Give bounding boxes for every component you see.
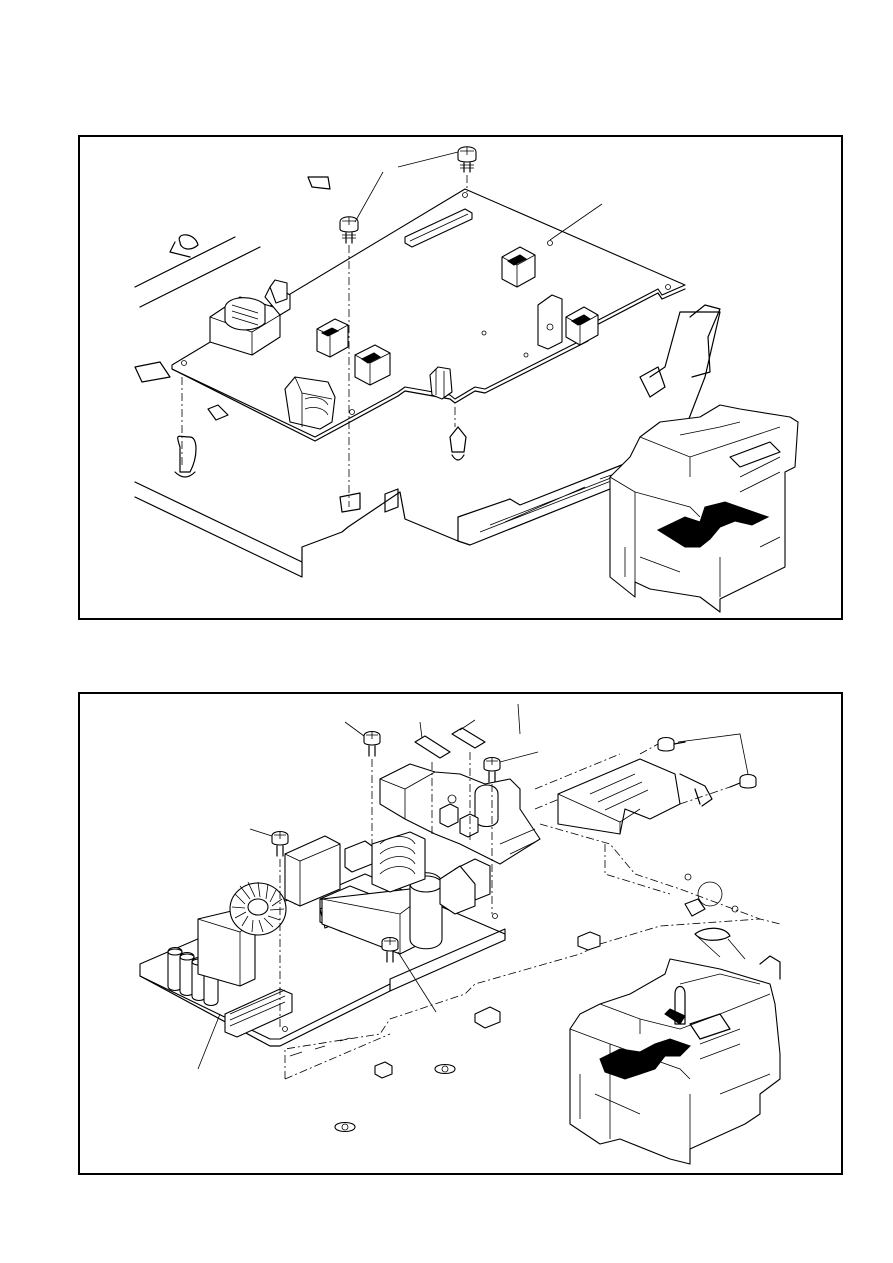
printer-mechanism	[609, 404, 799, 613]
leader-inlet	[517, 703, 521, 735]
exploded-view-bottom	[78, 692, 843, 1175]
toroid-coil	[229, 881, 287, 936]
screw-2	[339, 216, 359, 507]
screw-e	[639, 736, 686, 755]
chassis-outline	[284, 918, 781, 1133]
bracket	[534, 753, 761, 960]
fuse-1	[414, 721, 451, 834]
screw-d	[381, 936, 437, 1013]
chassis-plate	[134, 176, 721, 578]
screw-a	[344, 721, 381, 844]
top-diagram-svg	[134, 146, 799, 613]
fuse-2	[451, 719, 486, 842]
choke-coil	[371, 831, 426, 893]
leader-screws	[354, 151, 459, 223]
leader-board	[197, 1013, 221, 1070]
screw-c	[249, 828, 289, 1029]
printer-mechanism	[569, 955, 781, 1165]
screw-1	[457, 146, 477, 192]
screw-b	[483, 751, 539, 914]
bottom-diagram-svg	[139, 703, 781, 1165]
circuit-board	[171, 188, 686, 442]
leader-board	[549, 203, 603, 241]
power-supply-board	[139, 831, 506, 1047]
screw-f	[677, 733, 757, 805]
exploded-view-top	[78, 135, 843, 620]
